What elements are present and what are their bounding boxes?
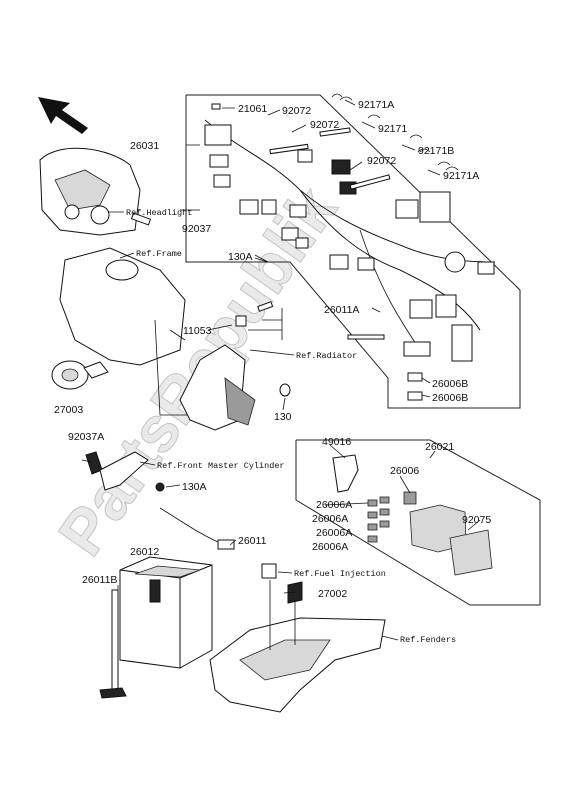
ref-radiator: Ref.Radiator xyxy=(296,351,357,361)
label-26006a-4: 26006A xyxy=(312,541,348,553)
label-26006b-a: 26006B xyxy=(432,378,468,390)
battery xyxy=(119,556,213,669)
label-92072-a: 92072 xyxy=(282,105,311,117)
label-27003: 27003 xyxy=(54,404,83,416)
label-21061: 21061 xyxy=(238,103,267,115)
label-92171a-top: 92171A xyxy=(358,99,394,111)
label-26011: 26011 xyxy=(238,535,267,547)
label-26012: 26012 xyxy=(130,546,159,558)
battery-cable xyxy=(155,482,235,550)
ref-leader-lines xyxy=(108,211,399,641)
label-26006a-2: 26006A xyxy=(312,513,348,525)
label-92171a-bottom: 92171A xyxy=(443,170,479,182)
relay-fuel-injection xyxy=(261,563,303,604)
leader-lines xyxy=(81,99,481,594)
fuse-box xyxy=(332,454,493,576)
label-26031: 26031 xyxy=(130,140,159,152)
battery-strap xyxy=(99,589,127,699)
label-130: 130 xyxy=(274,411,292,423)
harness-group-frame xyxy=(185,94,521,409)
horn xyxy=(51,360,109,390)
direction-arrow-icon xyxy=(38,97,88,134)
ref-headlight: Ref.Headlight xyxy=(126,208,192,218)
fuse-box-group-frame xyxy=(295,439,541,606)
ref-fenders: Ref.Fenders xyxy=(400,635,456,645)
rear-fender xyxy=(209,580,386,713)
label-26006b-b: 26006B xyxy=(432,392,468,404)
frame-assembly xyxy=(59,247,230,416)
label-130a-top: 130A xyxy=(228,251,253,263)
label-26011a: 26011A xyxy=(324,304,359,316)
label-49016: 49016 xyxy=(322,436,351,448)
ref-frame: Ref.Frame xyxy=(136,249,182,259)
label-92171b: 92171B xyxy=(418,145,454,157)
label-130a-bottom: 130A xyxy=(182,481,207,493)
label-92072-c: 92072 xyxy=(367,155,396,167)
label-92072-b: 92072 xyxy=(310,119,339,131)
label-26006: 26006 xyxy=(390,465,419,477)
label-26006a-1: 26006A xyxy=(316,499,352,511)
headlight-assembly xyxy=(39,147,152,236)
radiator-bracket xyxy=(179,301,291,431)
label-26021: 26021 xyxy=(425,441,454,453)
front-master-cylinder-bracket xyxy=(85,451,149,491)
label-92171: 92171 xyxy=(378,123,407,135)
ref-front-master-cylinder: Ref.Front Master Cylinder xyxy=(157,461,285,471)
label-92037a: 92037A xyxy=(68,431,104,443)
ref-fuel-injection: Ref.Fuel Injection xyxy=(294,569,386,579)
label-26006a-3: 26006A xyxy=(316,527,352,539)
wiring-harness xyxy=(204,93,496,401)
label-27002: 27002 xyxy=(318,588,347,600)
label-11053: 11053 xyxy=(183,325,212,337)
label-26011b: 26011B xyxy=(82,574,117,586)
label-92075: 92075 xyxy=(462,514,491,526)
label-92037: 92037 xyxy=(182,223,211,235)
